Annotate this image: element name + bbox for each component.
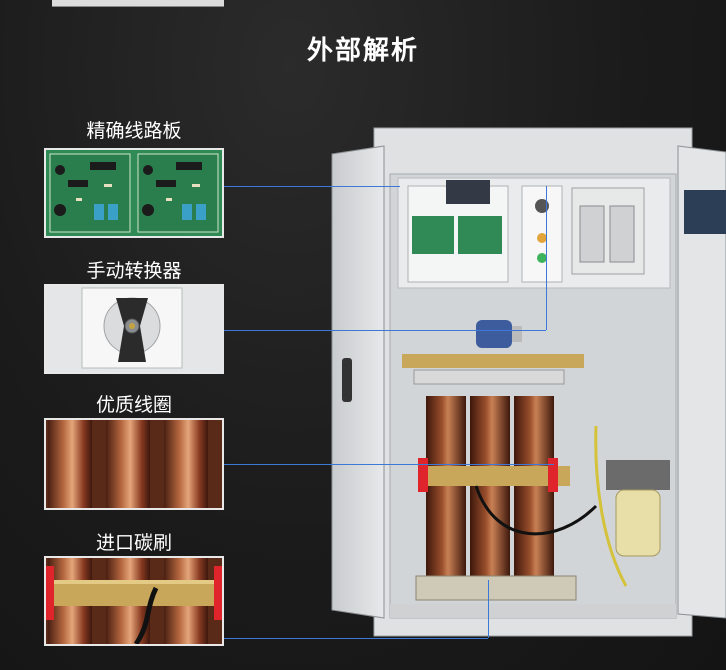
page-title: 外部解析 — [306, 36, 419, 66]
label-circuit-board: 精确线路板 — [86, 120, 182, 142]
previous-section-edge — [52, 0, 224, 7]
carbon-brush-image — [44, 556, 224, 646]
label-quality-coil: 优质线圈 — [95, 394, 172, 416]
rotary-switch-image — [44, 284, 224, 374]
leader-line-coil — [224, 464, 554, 465]
label-manual-switch: 手动转换器 — [86, 260, 182, 282]
circuit-board-image — [44, 148, 224, 238]
cabinet-image — [326, 126, 726, 648]
leader-line-carbon-brush — [224, 638, 488, 639]
leader-line-circuit-board — [224, 186, 400, 187]
leader-line-manual-switch — [224, 330, 546, 331]
label-carbon-brush: 进口碳刷 — [95, 532, 172, 554]
coil-image — [44, 418, 224, 510]
leader-line-brush-vertical — [488, 580, 489, 638]
leader-line-switch-vertical — [546, 186, 547, 330]
